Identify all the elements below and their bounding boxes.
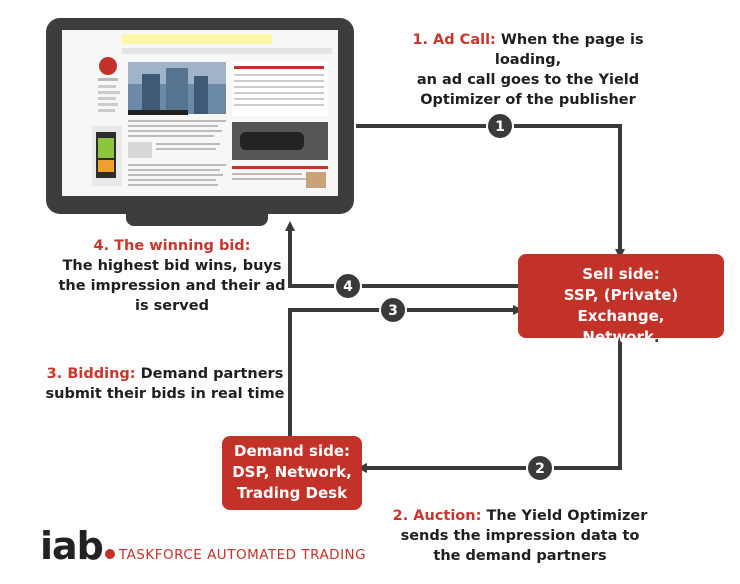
- node-1: 1: [486, 112, 514, 140]
- brand-dot: [104, 549, 115, 559]
- step-2-line-3: the demand partners: [433, 548, 607, 564]
- sell-side-box: Sell side: SSP, (Private) Exchange, Netw…: [518, 254, 724, 346]
- svg-text:3: 3: [388, 303, 398, 319]
- sell-side-line-3: Network: [582, 328, 654, 346]
- step-2-line-2: sends the impression data to: [400, 528, 640, 544]
- arrow-bidding: [288, 305, 523, 436]
- demand-side-title: Demand side:: [234, 442, 350, 460]
- demand-side-box: Demand side: DSP, Network, Trading Desk: [222, 436, 362, 510]
- step-4-line-2: The highest bid wins, buys: [62, 258, 282, 274]
- step-1-description: 1. Ad Call: When the page is loading, an…: [378, 30, 678, 110]
- node-2: 2: [526, 454, 554, 482]
- step-4-line-4: is served: [135, 298, 209, 314]
- step-3-title: 3. Bidding:: [46, 366, 136, 382]
- step-2-title: 2. Auction:: [392, 508, 482, 524]
- demand-side-line-2: DSP, Network,: [232, 463, 352, 481]
- step-1-line-2: an ad call goes to the Yield: [416, 72, 640, 88]
- svg-text:2: 2: [535, 461, 545, 477]
- webpage-mock-graphic: [62, 30, 338, 196]
- demand-side-line-3: Trading Desk: [236, 484, 348, 502]
- step-1-line-1: When the page is loading,: [494, 32, 644, 68]
- step-4-title: 4. The winning bid:: [93, 238, 251, 254]
- iab-logo: iab: [40, 524, 104, 568]
- node-3: 3: [379, 296, 407, 324]
- svg-text:1: 1: [495, 119, 505, 135]
- step-1-title: 1. Ad Call:: [412, 32, 496, 48]
- step-1-line-3: Optimizer of the publisher: [420, 92, 636, 108]
- svg-text:4: 4: [343, 279, 353, 295]
- arrow-winning-bid: [285, 221, 528, 288]
- step-4-line-3: the impression and their ad: [58, 278, 286, 294]
- step-3-line-2: submit their bids in real time: [45, 386, 285, 402]
- arrow-auction: [357, 338, 622, 473]
- arrow-ad-call: [356, 124, 625, 259]
- monitor-stand: [126, 210, 268, 226]
- node-4: 4: [334, 272, 362, 300]
- sell-side-dot: .: [653, 328, 660, 346]
- sell-side-title: Sell side:: [582, 265, 660, 283]
- brand-tagline: TASKFORCE AUTOMATED TRADING: [118, 547, 367, 563]
- sell-side-line-2: SSP, (Private) Exchange,: [563, 286, 679, 325]
- step-4-description: 4. The winning bid: The highest bid wins…: [52, 236, 292, 316]
- step-3-description: 3. Bidding: Demand partners submit their…: [40, 364, 290, 404]
- step-3-line-1: Demand partners: [135, 366, 284, 382]
- step-2-line-1: The Yield Optimizer: [481, 508, 648, 524]
- step-2-description: 2. Auction: The Yield Optimizer sends th…: [380, 506, 660, 566]
- webpage-screenshot: [62, 30, 338, 196]
